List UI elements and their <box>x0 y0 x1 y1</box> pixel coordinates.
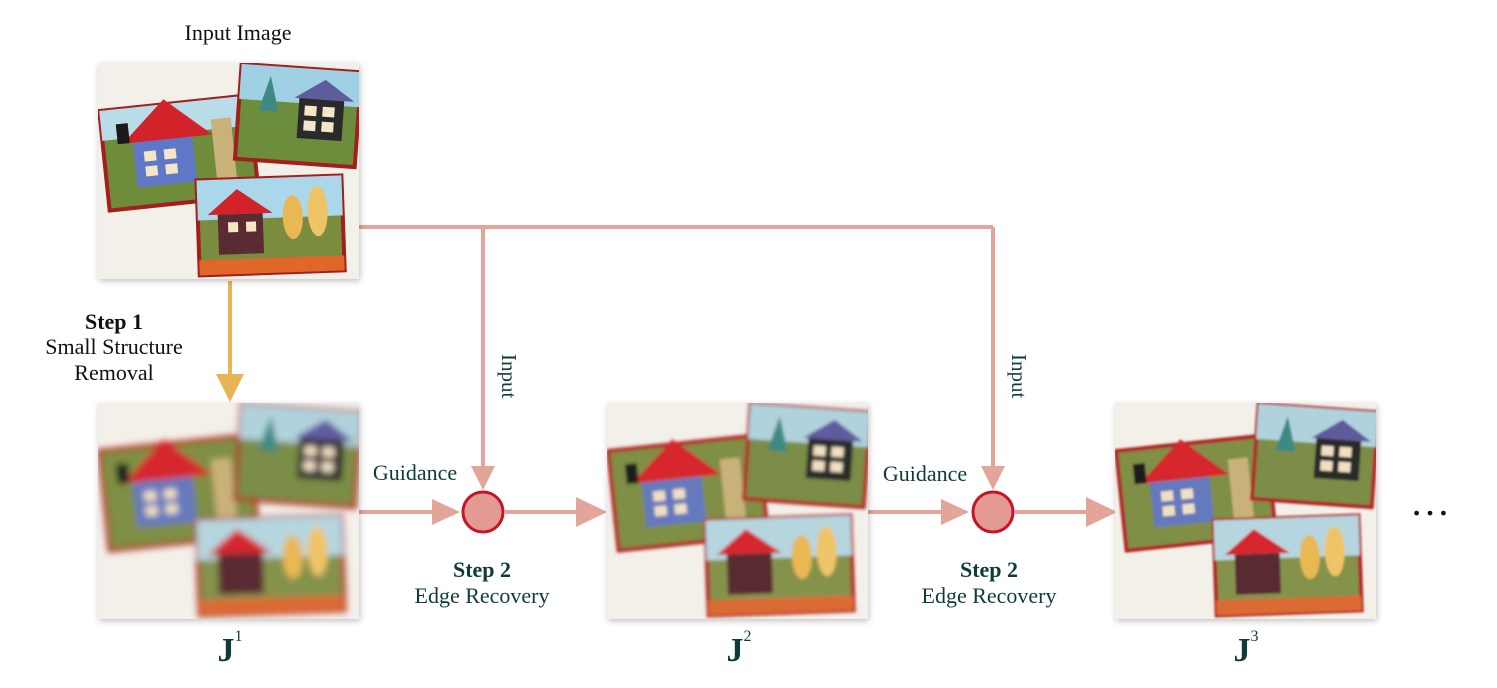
step1-line2: Removal <box>74 360 154 385</box>
input-arrowhead-2 <box>981 466 1005 490</box>
output-arrowhead-1 <box>576 497 607 527</box>
ellipsis: … <box>1410 479 1450 524</box>
step1-line1: Small Structure <box>45 334 183 359</box>
step1-arrowhead <box>216 374 244 402</box>
j1-label: J1 <box>217 628 243 669</box>
guidance-label-1: Guidance <box>372 460 458 485</box>
j1-image <box>98 403 359 619</box>
j2-image <box>607 403 868 619</box>
j3-label: J3 <box>1233 628 1259 669</box>
step2-subtitle-1: Edge Recovery <box>414 583 550 608</box>
input-feed-lines <box>359 225 995 478</box>
input-image <box>98 63 359 279</box>
input-label-2: Input <box>1007 354 1031 399</box>
edge-recovery-node-1 <box>461 490 505 534</box>
guidance-arrowhead-2 <box>941 499 969 525</box>
guidance-label-2: Guidance <box>882 461 968 486</box>
step2-title-2: Step 2 <box>959 557 1019 582</box>
output-arrowhead-2 <box>1086 497 1117 527</box>
j3-image <box>1115 403 1376 619</box>
guidance-arrowhead-1 <box>432 499 460 525</box>
step2-subtitle-2: Edge Recovery <box>921 583 1057 608</box>
input-label-1: Input <box>497 354 521 399</box>
edge-recovery-node-2 <box>971 490 1015 534</box>
step2-title-1: Step 2 <box>452 557 512 582</box>
input-arrowhead-1 <box>471 466 495 490</box>
j2-label: J2 <box>726 628 752 669</box>
step1-title: Step 1 <box>84 309 144 334</box>
input-image-label: Input Image <box>184 20 292 45</box>
